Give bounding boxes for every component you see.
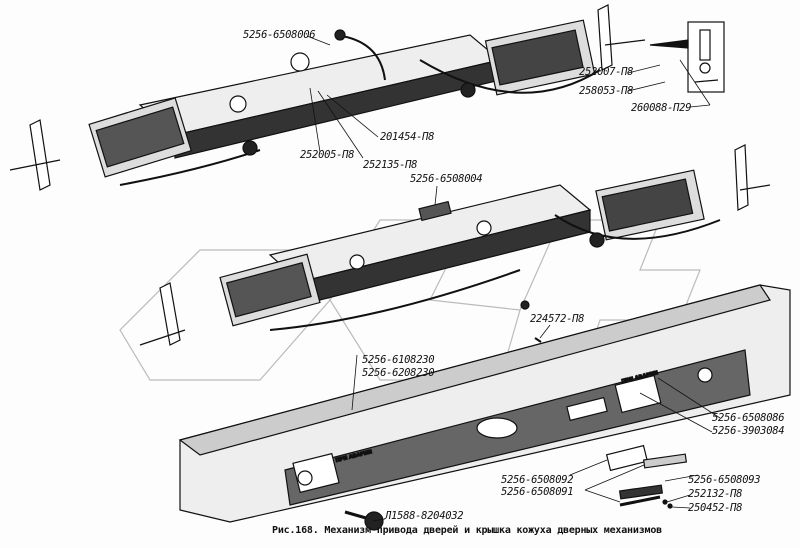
label-5256-6508086: 5256-6508086	[712, 412, 785, 424]
figure-caption: Рис.168. Механизм привода дверей и крышк…	[272, 525, 662, 536]
label-5256-6508091: 5256-6508091	[501, 486, 574, 498]
label-252007: 252007-П8	[579, 66, 634, 78]
label-5256-3903084: 5256-3903084	[712, 425, 785, 437]
label-5256-6508006: 5256-6508006	[243, 29, 316, 41]
label-224572: 224572-П8	[530, 313, 585, 325]
label-201454: 201454-П8	[380, 131, 435, 143]
label-5256-6508092: 5256-6508092	[501, 474, 574, 486]
label-5256-6208230: 5256-6208230	[362, 367, 435, 379]
label-5256-6508093: 5256-6508093	[688, 474, 761, 486]
label-258053: 258053-П8	[579, 85, 634, 97]
inset-box	[649, 21, 725, 93]
mechanism-cover: ПРИ АВАРИИ ПРИ АВАРИИ	[178, 284, 791, 523]
label-252135: 252135-П8	[363, 159, 418, 171]
label-252005: 252005-П8	[300, 149, 355, 161]
label-5256-6508004: 5256-6508004	[410, 173, 483, 185]
label-5256-6108230: 5256-6108230	[362, 354, 435, 366]
label-260088: 260088-П29	[631, 102, 692, 114]
upper-door-mechanism	[9, 4, 646, 191]
label-250452: 250452-П8	[688, 502, 743, 514]
label-l1588-8204032: Л1588-8204032	[385, 510, 464, 522]
leader-lines	[306, 35, 721, 522]
lower-door-mechanism	[139, 144, 771, 346]
label-252132: 252132-П8	[688, 488, 743, 500]
